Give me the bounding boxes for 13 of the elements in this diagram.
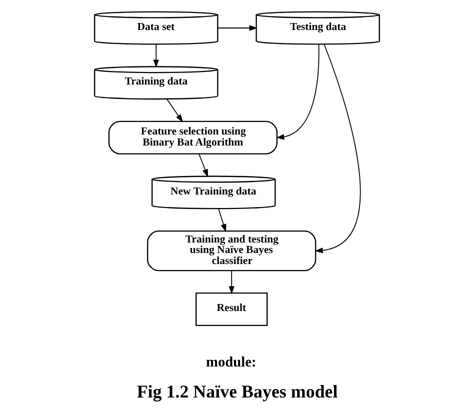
caption: Fig 1.2 Naïve Bayes model	[136, 381, 338, 402]
arrow	[228, 270, 234, 294]
node-box: Result	[196, 292, 268, 326]
arrow	[217, 25, 258, 31]
arrow	[198, 153, 208, 178]
arrow	[218, 208, 226, 232]
arrow	[153, 44, 159, 68]
node-box: Training and testing using Naïve Bayes classifier	[147, 230, 316, 272]
arrow	[314, 44, 361, 254]
arrow	[166, 98, 183, 122]
label: module:	[206, 354, 256, 371]
arrow	[276, 44, 320, 140]
node-box: Feature selection using Binary Bat Algorithm	[108, 120, 278, 154]
